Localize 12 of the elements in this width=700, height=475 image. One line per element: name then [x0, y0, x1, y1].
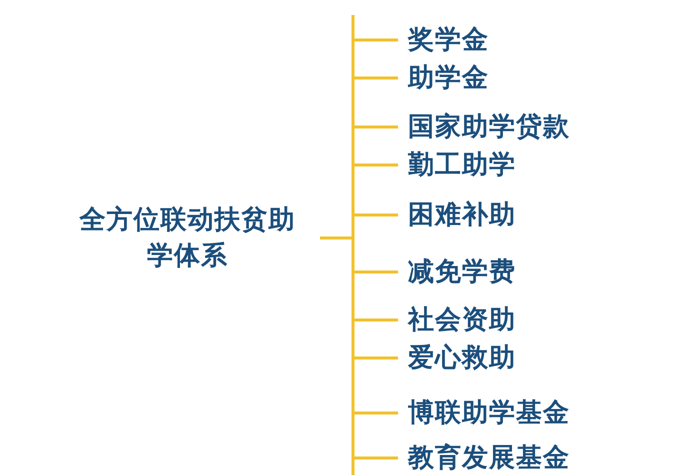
- branch-label: 减免学费: [408, 256, 516, 288]
- branch-label: 爱心救助: [408, 342, 516, 374]
- branch-label: 社会资助: [408, 304, 516, 336]
- branch-label: 困难补助: [408, 199, 516, 231]
- branch-label: 奖学金: [408, 24, 489, 56]
- root-label: 全方位联动扶贫助学体系: [78, 204, 296, 273]
- connector-line: [320, 236, 398, 460]
- branch-label: 国家助学贷款: [408, 111, 570, 143]
- branch-label: 博联助学基金: [408, 397, 570, 429]
- branch-label: 教育发展基金: [408, 442, 570, 474]
- branch-label: 勤工助学: [408, 149, 516, 181]
- branch-label: 助学金: [408, 62, 489, 94]
